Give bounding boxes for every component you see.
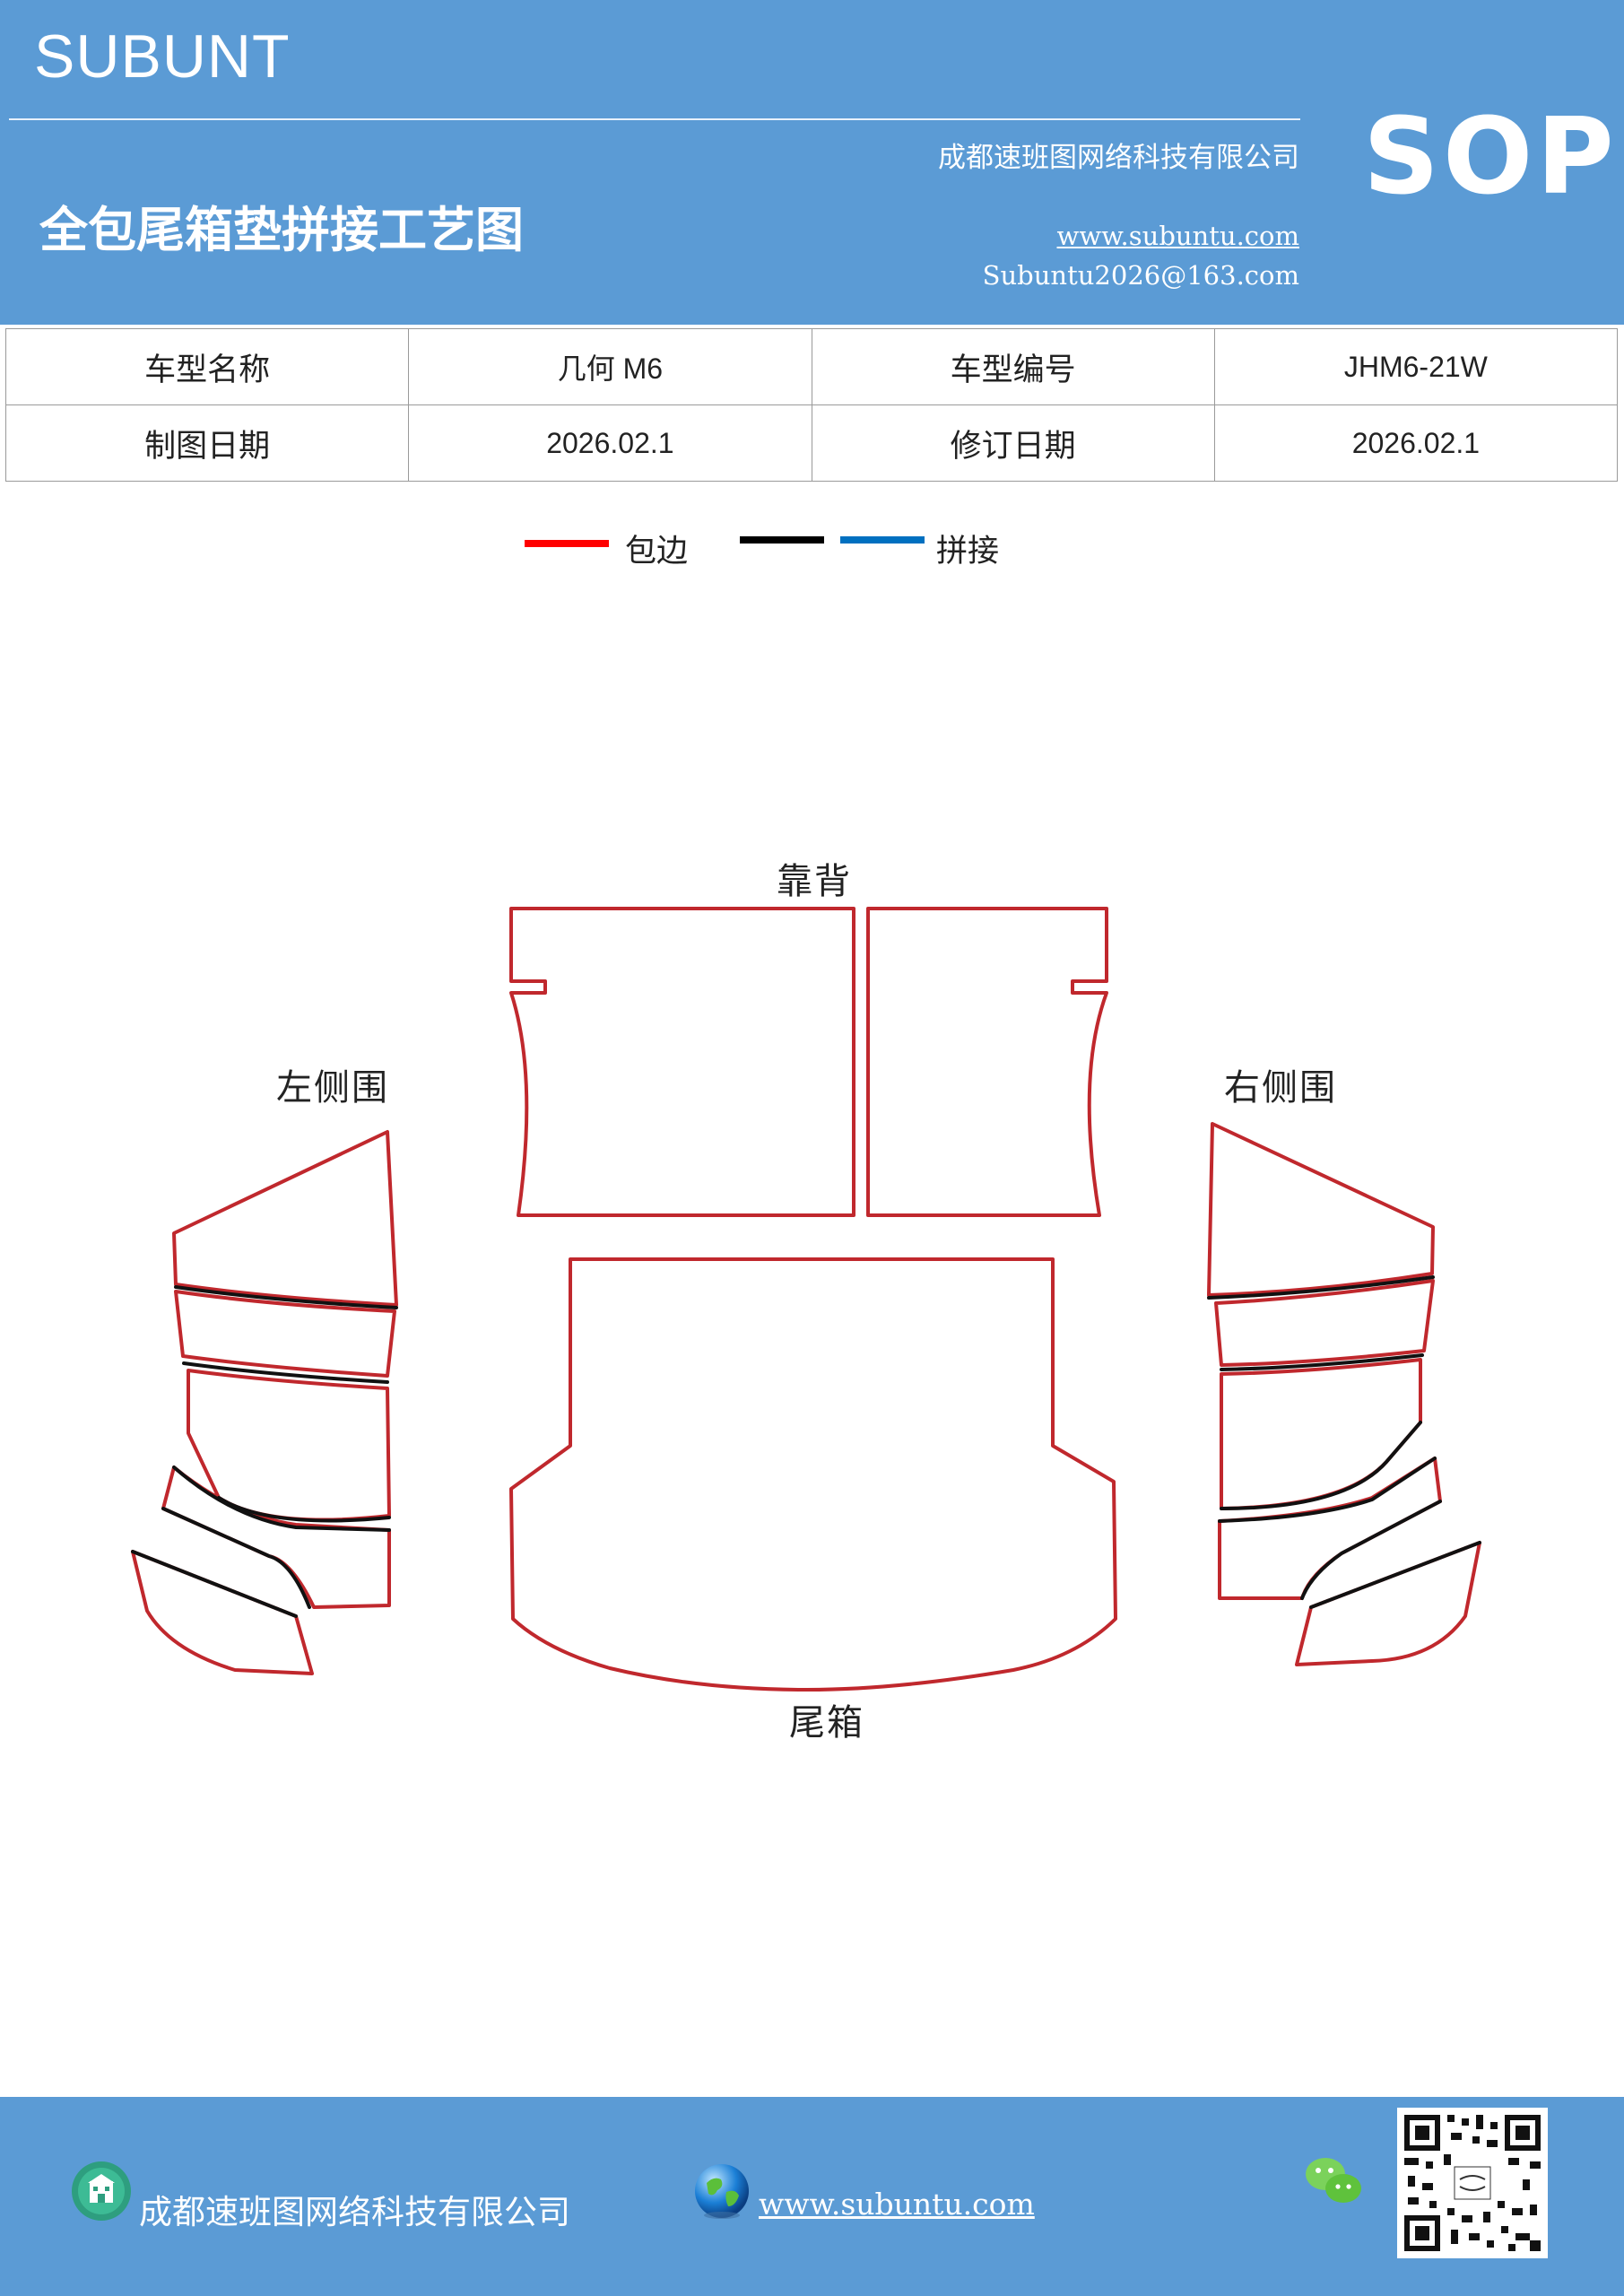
value-draw-date: 2026.02.1 bbox=[408, 404, 812, 482]
sop-badge: SOP bbox=[1363, 94, 1618, 218]
wechat-icon bbox=[1306, 2158, 1361, 2203]
right-seam-2 bbox=[1220, 1353, 1424, 1371]
email-address: Subuntu2026@163.com bbox=[982, 260, 1299, 291]
left-side-panel-2 bbox=[174, 1290, 396, 1378]
qr-code bbox=[1397, 2108, 1548, 2258]
legend: 包边 拼接 bbox=[0, 520, 1624, 574]
right-seam-4 bbox=[1218, 1457, 1437, 1523]
label-revise-date: 修订日期 bbox=[811, 404, 1215, 482]
footer-company-name: 成都速班图网络科技有限公司 bbox=[139, 2193, 570, 2231]
legend-label-seam: 拼接 bbox=[936, 534, 1000, 570]
value-model-code: JHM6-21W bbox=[1213, 328, 1619, 405]
right-side-panel-2 bbox=[1214, 1279, 1435, 1367]
label-draw-date: 制图日期 bbox=[4, 404, 410, 482]
right-side-panel-1 bbox=[1207, 1122, 1435, 1297]
company-name: 成都速班图网络科技有限公司 bbox=[938, 142, 1299, 174]
left-seam-4 bbox=[172, 1465, 391, 1532]
backrest-right-panel bbox=[866, 907, 1108, 1217]
value-model-name: 几何 M6 bbox=[408, 328, 812, 405]
header-band: SUBUNT SOP 成都速班图网络科技有限公司 全包尾箱垫拼接工艺图 www.… bbox=[0, 0, 1624, 325]
splicing-diagram bbox=[131, 907, 1481, 1692]
table-row: 制图日期 2026.02.1 修订日期 2026.02.1 bbox=[4, 404, 1619, 482]
legend-label-edge: 包边 bbox=[625, 534, 689, 570]
backrest-left-panel bbox=[509, 907, 855, 1217]
label-backrest: 靠背 bbox=[777, 861, 852, 902]
label-right-side: 右侧围 bbox=[1224, 1067, 1337, 1109]
building-icon bbox=[72, 2161, 131, 2221]
legend-line-blue bbox=[840, 536, 925, 544]
footer-band: 成都速班图网络科技有限公司 www.subuntu.com bbox=[0, 2097, 1624, 2296]
trunk-floor-panel bbox=[509, 1257, 1117, 1692]
left-seam-3 bbox=[217, 1496, 391, 1523]
left-seam-6 bbox=[131, 1550, 298, 1618]
label-model-name: 车型名称 bbox=[4, 328, 410, 405]
legend-line-red bbox=[525, 540, 609, 547]
right-side-panel-5 bbox=[1295, 1541, 1481, 1666]
legend-line-black bbox=[740, 536, 824, 544]
vehicle-info-table: 车型名称 几何 M6 车型编号 JHM6-21W 制图日期 2026.02.1 … bbox=[4, 328, 1619, 482]
label-left-side: 左侧围 bbox=[276, 1067, 389, 1109]
document-title: 全包尾箱垫拼接工艺图 bbox=[39, 201, 524, 258]
brand-name: SUBUNT bbox=[34, 22, 291, 91]
right-seam-1 bbox=[1207, 1275, 1435, 1300]
footer-website-link[interactable]: www.subuntu.com bbox=[759, 2187, 1035, 2222]
header-divider bbox=[9, 118, 1300, 120]
value-revise-date: 2026.02.1 bbox=[1213, 404, 1619, 482]
left-side-panel-5 bbox=[131, 1550, 314, 1675]
right-side-panel-4 bbox=[1218, 1457, 1442, 1600]
label-model-code: 车型编号 bbox=[811, 328, 1215, 405]
table-row: 车型名称 几何 M6 车型编号 JHM6-21W bbox=[4, 328, 1619, 405]
right-seam-3 bbox=[1220, 1421, 1422, 1510]
left-side-panel-4 bbox=[161, 1465, 391, 1609]
globe-icon bbox=[695, 2164, 749, 2219]
right-seam-6 bbox=[1309, 1541, 1481, 1609]
label-trunk: 尾箱 bbox=[789, 1702, 864, 1744]
left-side-panel-1 bbox=[172, 1130, 398, 1307]
left-seam-2 bbox=[182, 1361, 389, 1384]
left-seam-1 bbox=[174, 1285, 398, 1309]
website-link[interactable]: www.subuntu.com bbox=[1056, 221, 1299, 251]
right-seam-5 bbox=[1300, 1500, 1442, 1600]
left-seam-5 bbox=[161, 1507, 311, 1609]
